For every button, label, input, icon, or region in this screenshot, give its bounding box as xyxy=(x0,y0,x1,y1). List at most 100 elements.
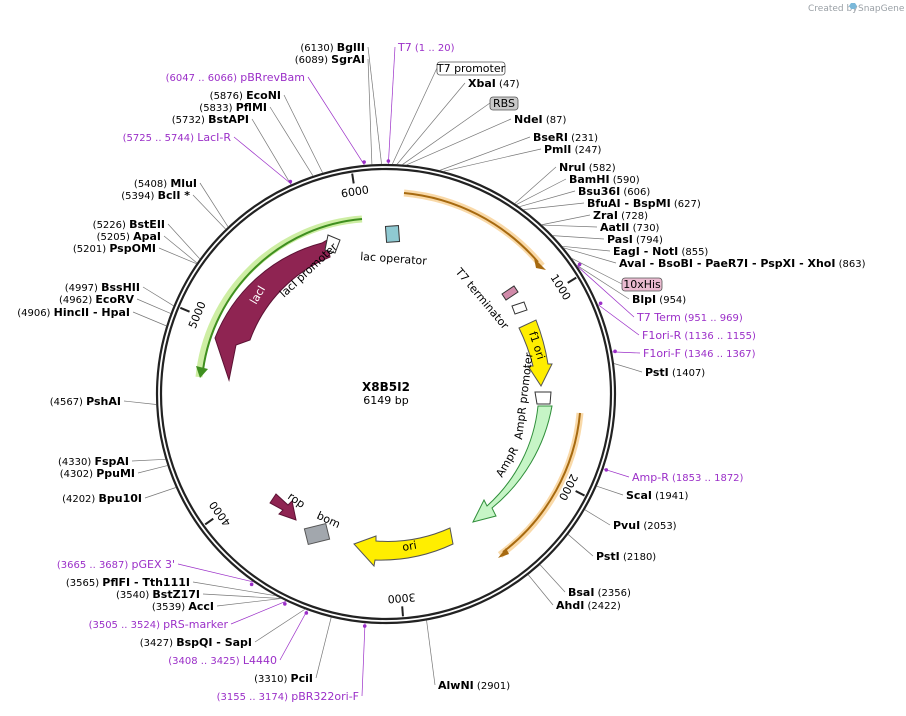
tick-2000 xyxy=(575,490,585,497)
site-label-row: (5226) BstEII xyxy=(93,218,165,231)
separator: - xyxy=(130,576,142,589)
site-bsshii-name: BssHII xyxy=(101,281,140,294)
primer-t7-term-name: T7 Term xyxy=(636,311,681,324)
feature-tag-10xhis-leader xyxy=(571,258,623,285)
primer-pbrrevbam-name: pBRrevBam xyxy=(240,71,305,84)
site-bcli-leader xyxy=(192,194,226,230)
site-pasi-name: PasI xyxy=(607,233,633,246)
site-bspqi-sapi-position: (3427) xyxy=(140,638,176,649)
features xyxy=(195,189,584,568)
site-label-row: (4202) Bpu10I xyxy=(62,492,142,505)
site-bpu10i-position: (4202) xyxy=(62,494,98,505)
site-aatii-name: AatII xyxy=(600,221,629,234)
site-ahdi-leader xyxy=(527,574,554,606)
site-bpu10i-name: Bpu10I xyxy=(99,492,143,505)
primer-prs-marker-range: (3505 .. 3524) xyxy=(89,620,164,631)
site-label-row: (3155 .. 3174) pBR322ori-F xyxy=(217,690,359,703)
site-label-row: F1ori-R (1136 .. 1155) xyxy=(642,329,756,342)
site-alwni-leader xyxy=(426,620,436,686)
site-label-row: (4906) HincII - HpaI xyxy=(17,306,130,319)
primer-laci-r-marker xyxy=(288,179,293,184)
site-label-row: (5205) ApaI xyxy=(97,230,161,243)
site-scai-position: (1941) xyxy=(652,491,689,502)
site-sgrai-position: (6089) xyxy=(295,55,331,66)
credit-brand: SnapGene xyxy=(858,4,905,14)
primer-t7-range: (1 .. 20) xyxy=(412,43,455,54)
site-nrui-name: NruI xyxy=(559,161,586,174)
site-pmli-name: PmlI xyxy=(544,143,571,156)
site-bsu36i-name: Bsu36I xyxy=(578,185,620,198)
ori-label: ori xyxy=(401,539,417,554)
site-bseri-leader xyxy=(439,136,531,171)
site-pflfi-tth111i-position: (3565) xyxy=(66,578,102,589)
site-xbai-name: XbaI xyxy=(468,77,496,90)
site-paer7i-name: PaeR7I xyxy=(705,257,748,270)
separator: - xyxy=(212,636,224,649)
site-avai-name: AvaI xyxy=(619,257,646,270)
site-label-row: (3408 .. 3425) L4440 xyxy=(168,654,277,667)
site-pflfi-tth111i-leader xyxy=(192,581,276,597)
lacI-orf-line xyxy=(202,218,363,371)
site-bamhi-position: (590) xyxy=(610,175,640,186)
site-fspai-position: (4330) xyxy=(58,457,94,468)
site-label-row: (6089) SgrAI xyxy=(295,53,365,66)
site-ppumi-position: (4302) xyxy=(60,469,96,480)
site-apai-position: (5205) xyxy=(97,232,133,243)
primer-f1ori-r-leader xyxy=(597,304,640,336)
primer-pbr322ori-f-name: pBR322ori-F xyxy=(291,690,359,703)
site-bsobi-name: BsoBI xyxy=(658,257,693,270)
site-pspxi-name: PspXI xyxy=(760,257,795,270)
site-label-row: AvaI - BsoBI - PaeR7I - PspXI - XhoI (86… xyxy=(619,257,866,270)
site-label-row: BlpI (954) xyxy=(632,293,686,306)
separator: - xyxy=(748,257,760,270)
site-fspai-leader xyxy=(131,458,166,462)
site-pflmi-position: (5833) xyxy=(199,103,235,114)
site-avai-bsobi-paer7i-pspxi-xhoi-leader xyxy=(563,247,617,264)
site-sgrai-name: SgrAI xyxy=(331,53,365,66)
site-pvui-name: PvuI xyxy=(613,519,640,532)
feature-tag-rbs-box xyxy=(489,96,519,111)
t7-terminator-label: T7 terminator xyxy=(452,265,512,332)
site-label-row: PmlI (247) xyxy=(544,143,602,156)
tick-5000 xyxy=(179,306,190,313)
lacI-promoter-arrow xyxy=(324,234,341,254)
site-psti-leader xyxy=(613,363,643,373)
site-pvui-leader xyxy=(584,509,611,526)
t7-small-arrow xyxy=(511,301,528,315)
site-pmli-position: (247) xyxy=(571,145,601,156)
feature-tag-rbs-leader xyxy=(402,102,491,165)
site-xhoi-name: XhoI xyxy=(807,257,835,270)
ampR-feature xyxy=(472,405,553,523)
site-bfuai-bspmi-position: (627) xyxy=(671,199,701,210)
site-bsai-position: (2356) xyxy=(594,588,631,599)
primer-f1ori-r-range: (1136 .. 1155) xyxy=(681,331,756,342)
primer-amp-r-range: (1853 .. 1872) xyxy=(669,473,744,484)
tick-label: 6000 xyxy=(340,183,370,200)
site-label-row: (5725 .. 5744) LacI-R xyxy=(123,131,232,144)
site-bstapi-name: BstAPI xyxy=(208,113,249,126)
site-xbai-leader xyxy=(396,82,466,165)
site-label-row: F1ori-F (1346 .. 1367) xyxy=(643,347,756,360)
site-econi-name: EcoNI xyxy=(246,89,281,102)
primer-prs-marker-name: pRS-marker xyxy=(163,618,228,631)
site-bsshii-position: (4997) xyxy=(65,283,101,294)
primer-laci-r-range: (5725 .. 5744) xyxy=(123,133,198,144)
site-label-row: (3565) PflFI - Tth111I xyxy=(66,576,190,589)
ori-feature xyxy=(353,527,454,568)
rop-feature xyxy=(269,493,297,521)
lac-operator-label: lac operator xyxy=(360,250,428,268)
site-bpu10i-leader xyxy=(144,487,176,499)
site-pflfi-name: PflFI xyxy=(102,576,130,589)
site-label-row: BsaI (2356) xyxy=(568,586,631,599)
site-avai-bsobi-paer7i-pspxi-xhoi-position: (863) xyxy=(835,259,865,270)
primer-t7-name: T7 xyxy=(397,41,412,54)
primer-t7-term-range: (951 .. 969) xyxy=(681,313,743,324)
site-bsai-leader xyxy=(539,564,566,593)
separator: - xyxy=(646,257,658,270)
site-psti-leader xyxy=(567,534,594,557)
site-blpi-position: (954) xyxy=(656,295,686,306)
site-blpi-leader xyxy=(576,264,630,300)
feature-tag-t7-promoter-label: T7 promoter xyxy=(436,62,506,75)
primer-pbrrevbam-marker xyxy=(362,160,366,164)
site-bspqi-sapi-leader xyxy=(254,608,306,643)
